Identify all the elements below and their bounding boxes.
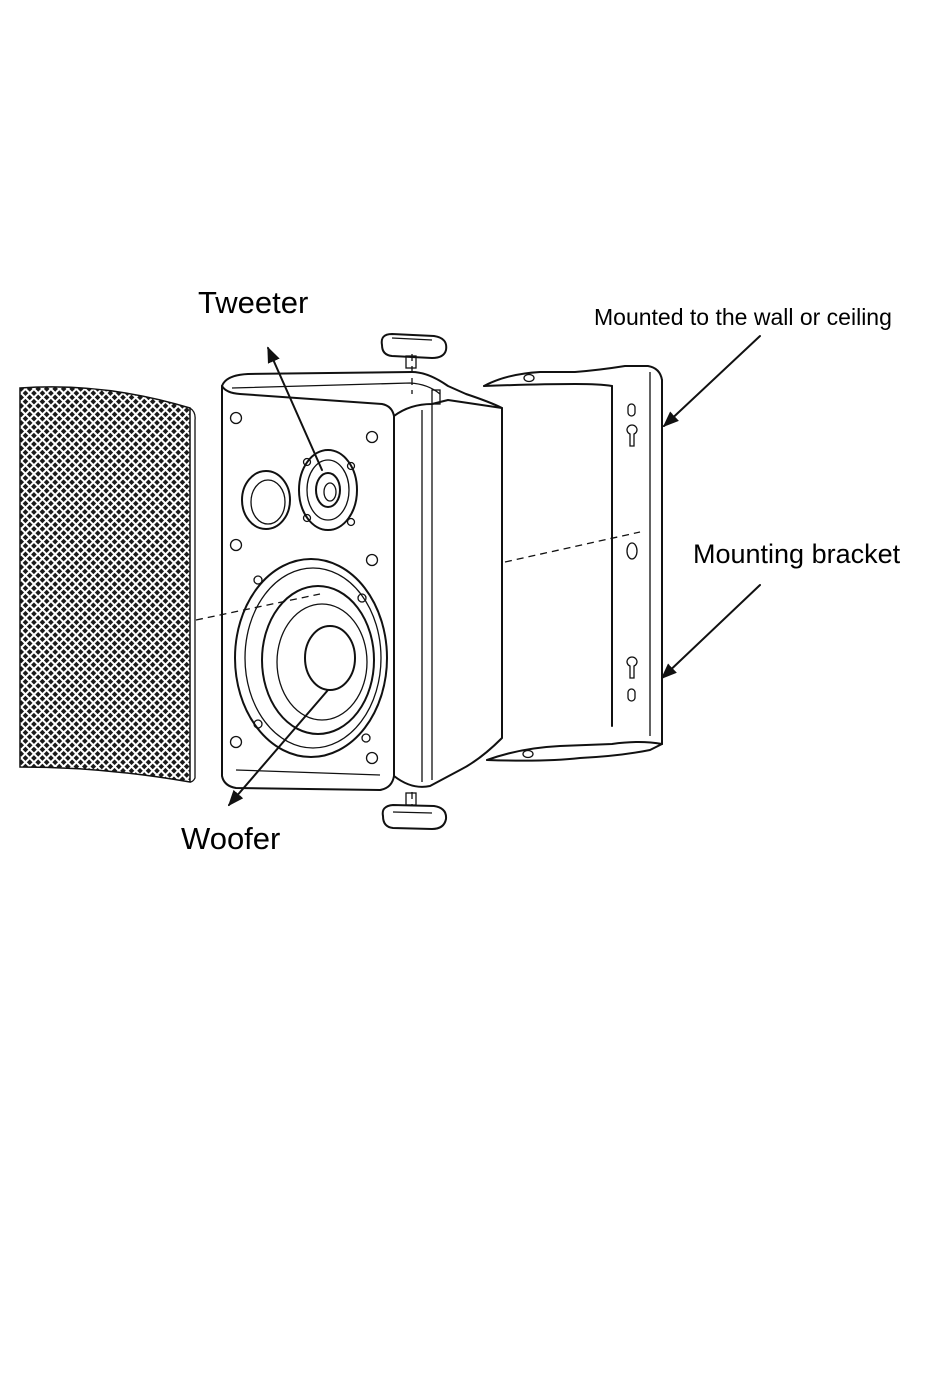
tweeter-leader-arrow <box>268 348 322 470</box>
mounting-bracket <box>484 366 662 761</box>
alignment-line-grille <box>196 594 320 620</box>
alignment-line-bracket <box>505 532 640 562</box>
speaker-grille <box>20 387 195 782</box>
woofer-driver <box>235 559 387 757</box>
bottom-mount-cap <box>383 793 446 829</box>
tweeter-driver <box>299 450 357 530</box>
woofer-label: Woofer <box>181 823 280 854</box>
bracket-leader-arrow <box>662 585 760 678</box>
wall-mount-leader-arrow <box>664 336 760 426</box>
top-mount-cap <box>382 334 447 404</box>
mounting-location-label: Mounted to the wall or ceiling <box>594 306 892 329</box>
mounting-bracket-label: Mounting bracket <box>693 541 900 568</box>
bass-port <box>242 471 290 529</box>
tweeter-label: Tweeter <box>198 287 308 318</box>
